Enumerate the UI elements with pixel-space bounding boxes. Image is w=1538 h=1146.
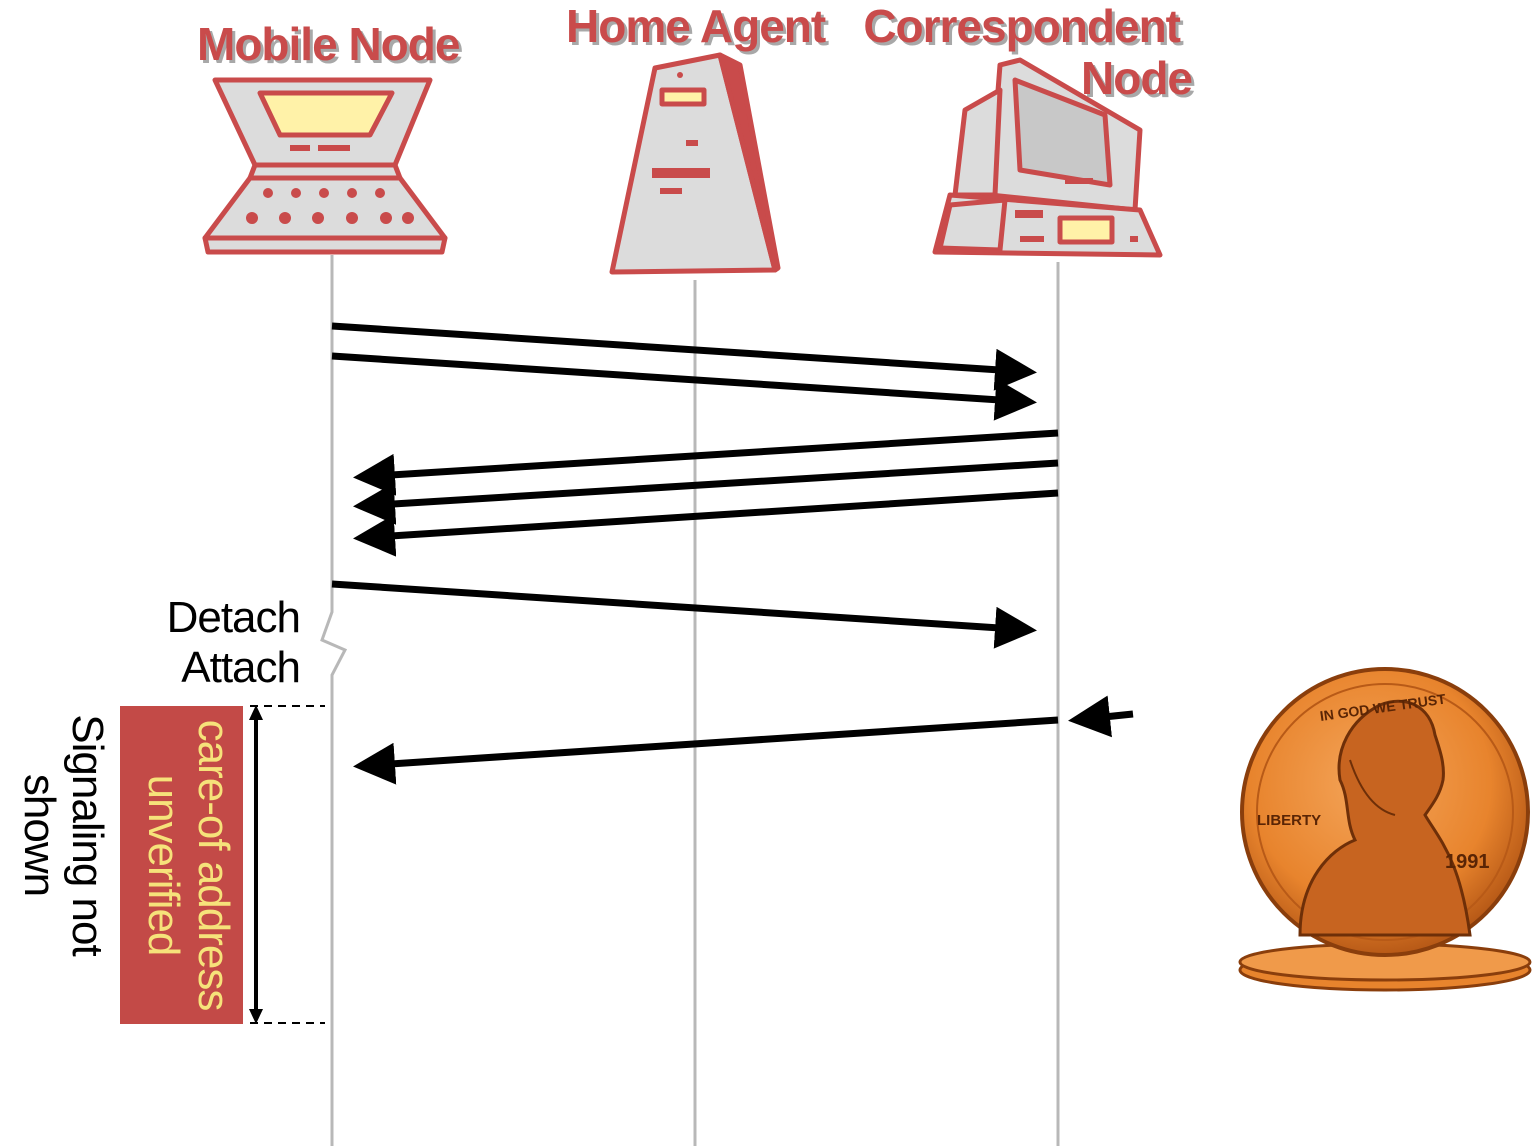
unverified-box	[120, 706, 243, 1024]
desktop-computer-icon	[932, 57, 1163, 258]
detach-label: Detach	[167, 593, 300, 642]
penny-icon: LIBERTY 1991 IN GOD WE TRUST	[1238, 667, 1532, 992]
attach-label: Attach	[181, 643, 300, 692]
svg-text:care-of address: care-of address	[189, 720, 238, 1011]
lifeline-mobile-node	[320, 255, 348, 1146]
svg-text:Mobile Node: Mobile Node	[197, 18, 460, 70]
svg-text:Correspondent: Correspondent	[863, 0, 1180, 52]
svg-text:Correspondent: Correspondent	[866, 3, 1183, 55]
message-arrow	[331, 322, 1037, 391]
unverified-box-text: care-of address unverified	[139, 720, 238, 1011]
message-arrow	[353, 716, 1059, 785]
svg-text:1991: 1991	[1445, 851, 1490, 873]
message-arrow	[353, 459, 1059, 525]
svg-text:shown: shown	[15, 774, 64, 896]
home-agent-title: Home Agent Home Agent	[566, 0, 830, 55]
svg-text:Home Agent: Home Agent	[566, 0, 826, 52]
server-tower-icon	[609, 52, 781, 275]
message-arrow	[331, 352, 1037, 421]
svg-text:Node: Node	[1084, 55, 1195, 107]
incoming-arrow	[1068, 695, 1134, 738]
unverified-interval-bracket	[249, 705, 325, 1024]
message-arrows	[331, 322, 1134, 785]
correspondent-node-title: Correspondent Correspondent Node Node	[863, 0, 1196, 107]
signaling-note: Signaling not shown	[15, 714, 112, 956]
svg-text:unverified: unverified	[139, 775, 188, 956]
mobile-node-title: Mobile Node Mobile Node	[197, 18, 464, 73]
message-arrow	[353, 489, 1059, 557]
message-arrow	[331, 580, 1037, 649]
svg-text:Mobile Node: Mobile Node	[200, 21, 463, 73]
svg-text:Home Agent: Home Agent	[569, 3, 829, 55]
laptop-icon	[202, 77, 448, 255]
svg-text:LIBERTY: LIBERTY	[1257, 812, 1321, 829]
message-arrow	[353, 429, 1059, 496]
svg-text:Node: Node	[1081, 52, 1192, 104]
svg-text:Signaling not: Signaling not	[63, 714, 112, 956]
